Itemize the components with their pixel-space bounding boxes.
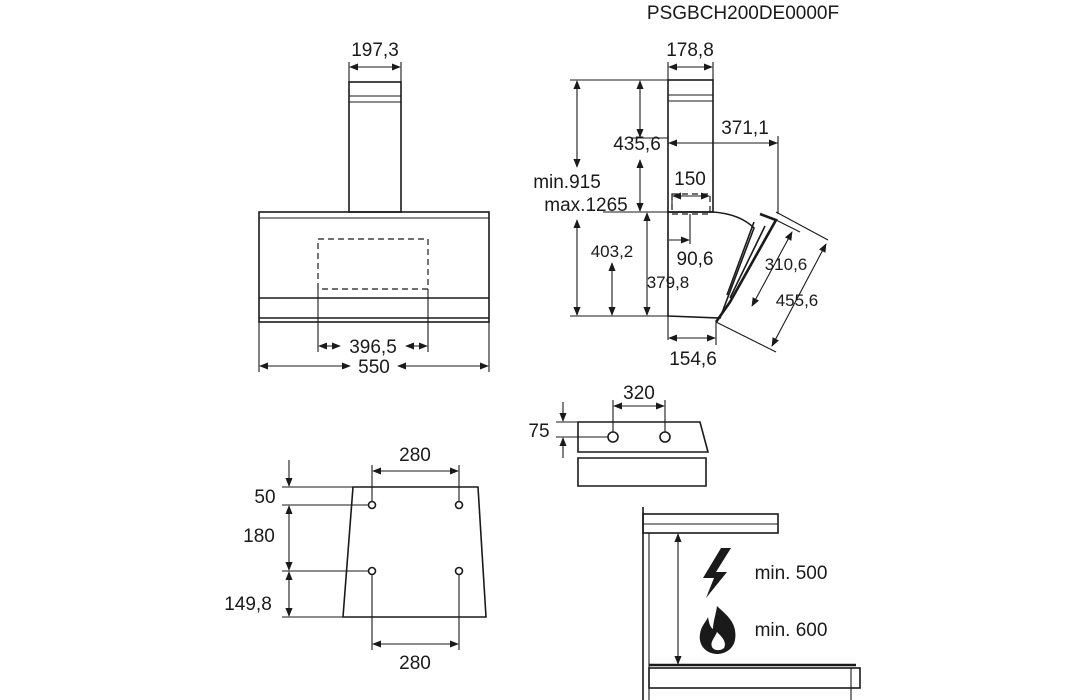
side-base-depth-label: 154,6 xyxy=(669,349,717,370)
clearance-gas-label: min. 600 xyxy=(755,620,828,641)
bracket-hole-left xyxy=(607,431,619,443)
bracket-top-part xyxy=(577,421,710,453)
mounting-plate xyxy=(342,486,487,618)
front-hood-body xyxy=(258,211,490,323)
side-hood-height-label: 403,2 xyxy=(591,242,634,261)
front-chimney-width-label: 197,3 xyxy=(351,40,399,61)
model-code: PSGBCH200DE0000F xyxy=(647,3,839,24)
mounting-hole-top-right xyxy=(454,500,464,510)
side-view: 178,8 min.915 max.1265 435,6 371,1 150 4… xyxy=(533,40,829,370)
side-hood-body xyxy=(667,211,755,319)
side-chimney xyxy=(667,79,714,213)
side-glass-height-label: 310,6 xyxy=(765,255,808,274)
mounting-bottom-offset-label: 149,8 xyxy=(224,594,272,615)
front-view: 197,3 396,5 550 xyxy=(258,40,490,378)
side-chimney-depth-label: 178,8 xyxy=(666,40,714,61)
mounting-middle-spacing-label: 180 xyxy=(243,526,275,547)
clearance-view: min. 500 min. 600 xyxy=(642,507,861,700)
clearance-electric-label: min. 500 xyxy=(755,563,828,584)
mounting-view: 280 50 180 149,8 280 xyxy=(224,445,487,674)
flame-icon xyxy=(699,606,736,654)
bracket-view: 320 75 xyxy=(528,383,710,487)
front-total-width-label: 550 xyxy=(358,357,390,378)
front-panel-width-label: 396,5 xyxy=(349,337,397,358)
side-glass-length-label: 455,6 xyxy=(776,291,819,310)
bracket-hole-right xyxy=(659,431,671,443)
mounting-hole-bottom-left xyxy=(367,566,377,576)
mounting-top-spacing-label: 280 xyxy=(399,445,431,466)
mounting-hole-bottom-right xyxy=(454,566,464,576)
side-outlet-offset-label: 150 xyxy=(674,169,706,190)
side-height-max-label: max.1265 xyxy=(544,195,627,216)
mounting-bottom-spacing-label: 280 xyxy=(399,653,431,674)
front-panel-outline xyxy=(317,238,429,290)
mounting-hole-top-left xyxy=(367,500,377,510)
bracket-bottom-part xyxy=(577,457,707,487)
side-depth-to-wall-label: 371,1 xyxy=(721,118,769,139)
side-body-height-label: 379,8 xyxy=(647,273,690,292)
bracket-hole-spacing-label: 320 xyxy=(623,383,655,404)
mounting-top-offset-label: 50 xyxy=(254,487,275,508)
side-outlet-depth-label: 90,6 xyxy=(677,249,714,270)
side-height-min-label: min.915 xyxy=(533,172,601,193)
side-upper-height-label: 435,6 xyxy=(613,134,661,155)
lightning-icon xyxy=(703,548,731,598)
bracket-hole-height-label: 75 xyxy=(528,421,549,442)
